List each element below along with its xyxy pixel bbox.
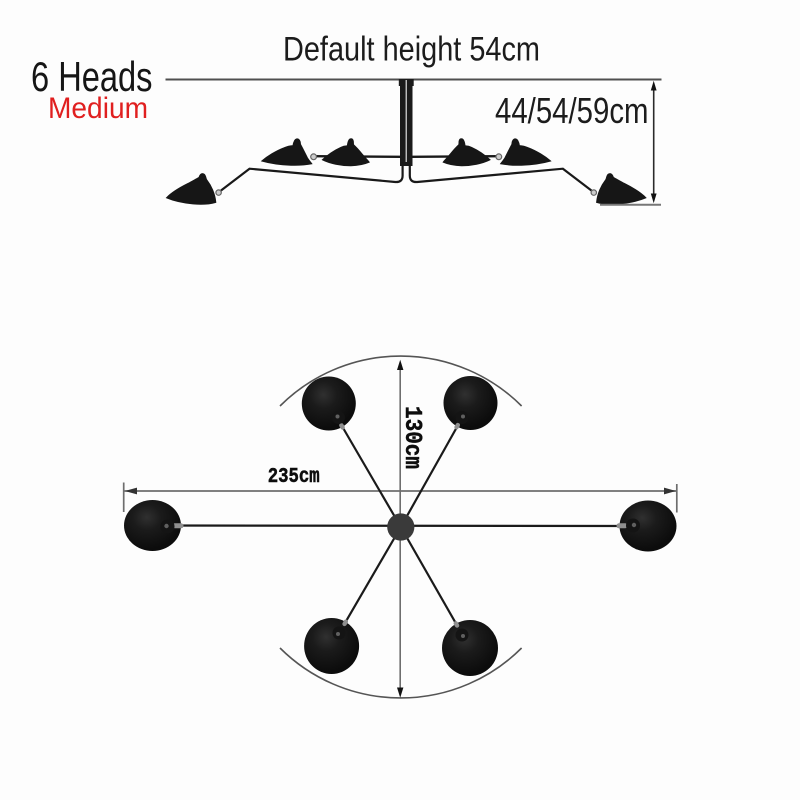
svg-text:44/54/59cm: 44/54/59cm (495, 90, 649, 131)
svg-text:130cm: 130cm (398, 406, 425, 469)
svg-text:Medium: Medium (48, 92, 148, 125)
svg-text:235cm: 235cm (268, 466, 320, 489)
svg-text:6 Heads: 6 Heads (31, 53, 153, 100)
svg-text:Default height 54cm: Default height 54cm (283, 31, 540, 69)
